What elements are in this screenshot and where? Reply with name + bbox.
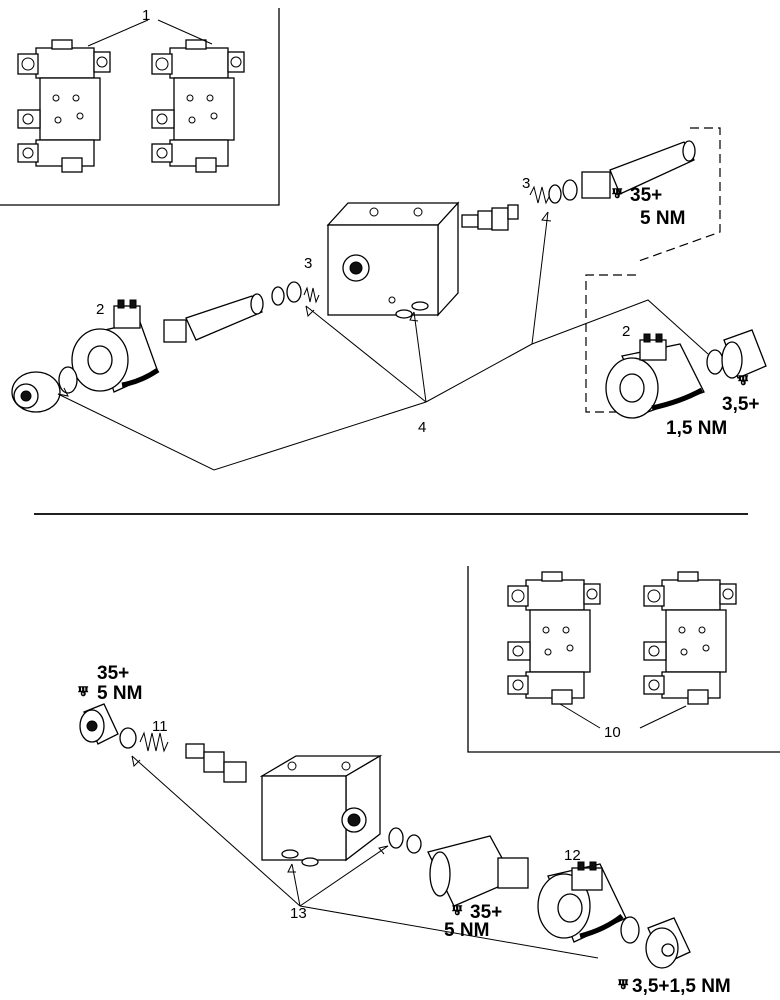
o-ring-below-block-b: [411, 301, 429, 311]
o-ring-lower-left: [119, 727, 137, 749]
callout-12: 12: [564, 847, 581, 864]
leader-lines-upper: [57, 211, 709, 471]
valve-assembly-lower-left: [507, 571, 601, 705]
callout-1: 1: [142, 7, 150, 24]
o-ring-upper-far-left: [58, 366, 78, 394]
o-ring-upper-right-low: [706, 349, 724, 375]
torque-lower-mid-line2: 5 NM: [444, 920, 489, 941]
torque-upper-right-line2: 5 NM: [640, 208, 685, 229]
spool-lower: [185, 743, 247, 783]
valve-assembly-lower-right: [643, 571, 737, 705]
plug-lower-left: [79, 703, 119, 745]
torque-lower-left-line1: 35+: [97, 663, 129, 684]
o-ring-lower-mid-b: [406, 834, 422, 854]
solenoid-coil-upper-left: [71, 299, 160, 393]
nut-lower-right: [645, 917, 691, 969]
callout-line-10b: [639, 705, 687, 729]
callout-2-left: 2: [96, 301, 104, 318]
cartridge-upper-right: [581, 140, 696, 199]
valve-assembly-right: [151, 39, 245, 173]
o-ring-below-block-lower-a: [281, 849, 299, 859]
spring-lower: [139, 731, 169, 753]
svg-text:ⱋ: ⱋ: [618, 976, 629, 997]
callout-line-10a: [559, 703, 601, 729]
o-ring-lower-mid-a: [388, 827, 404, 849]
nut-upper-left: [11, 371, 61, 413]
leader-lines-lower: [131, 755, 599, 959]
torque-upper-right-low-line1: 3,5+: [722, 394, 760, 415]
lower-section: 10 35+ ⱋ 5 NM: [78, 566, 780, 997]
valve-block-lower: [259, 754, 383, 862]
o-ring-upper-left-b: [286, 281, 302, 303]
nut-upper-right: [721, 329, 767, 379]
torque-upper-right-line1: 35+: [630, 185, 662, 206]
callout-4: 4: [418, 419, 426, 436]
torque-upper-right-low-line2: 1,5 NM: [666, 418, 727, 439]
inset-frame-top: [0, 8, 280, 206]
callout-2-right: 2: [622, 323, 630, 340]
callout-11: 11: [152, 718, 168, 735]
callout-line-1b: [157, 19, 213, 45]
svg-text:ⱋ: ⱋ: [738, 372, 749, 393]
upper-section: 1 ⱋ 35+: [0, 7, 767, 471]
o-ring-below-block-a: [395, 309, 413, 319]
dashed-enclosure-top: [635, 127, 721, 263]
svg-text:ⱋ: ⱋ: [78, 683, 89, 704]
torque-lower-bottom: 3,5+1,5 NM: [632, 976, 731, 997]
o-ring-lower-right: [620, 916, 640, 944]
inset-frame-bottom: [467, 566, 780, 753]
dashed-enclosure-bottom: [585, 274, 636, 413]
cartridge-upper-left: [163, 293, 264, 343]
washer-upper-right: [562, 179, 578, 201]
torque-lower-left-line2: 5 NM: [97, 683, 142, 704]
cartridge-lower: [427, 835, 529, 907]
solenoid-coil-upper-right: [605, 333, 705, 419]
o-ring-upper-right: [548, 184, 562, 204]
callout-13: 13: [290, 905, 307, 922]
spring-upper-right: [529, 185, 551, 205]
o-ring-below-block-lower-b: [301, 857, 319, 867]
svg-text:ⱋ: ⱋ: [612, 185, 623, 206]
torque-lower-mid-line1: 35+: [470, 902, 502, 923]
valve-assembly-left: [17, 39, 111, 173]
o-ring-upper-left-a: [271, 286, 285, 306]
callout-3-right: 3: [522, 175, 530, 192]
valve-block-upper: [326, 201, 460, 317]
callout-line-1a: [87, 19, 149, 47]
solenoid-coil-lower: [537, 861, 627, 943]
spring-upper-left: [303, 286, 320, 304]
spool-upper: [461, 204, 519, 231]
callout-10: 10: [604, 724, 621, 741]
callout-3-left: 3: [304, 255, 312, 272]
svg-text:ⱋ: ⱋ: [452, 902, 463, 923]
